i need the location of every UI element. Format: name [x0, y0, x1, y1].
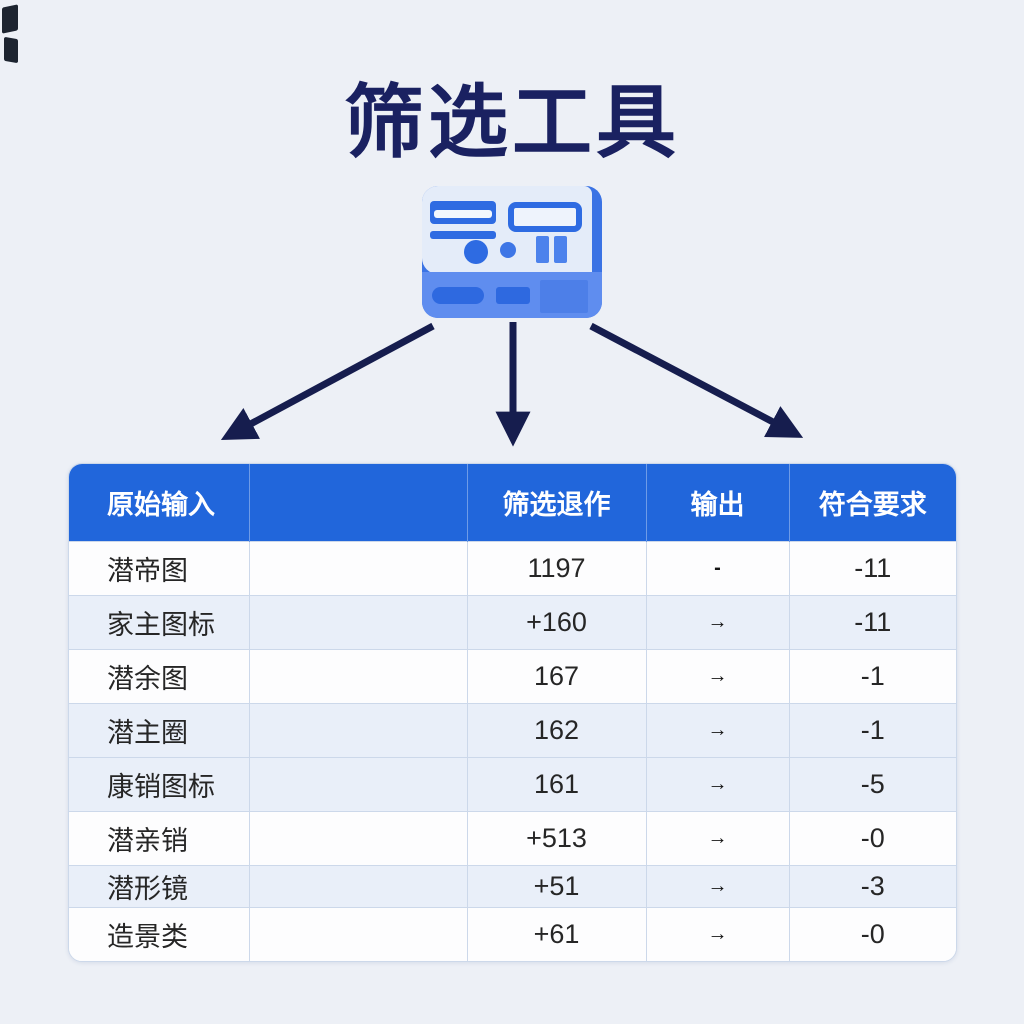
cell-blank [248, 907, 467, 961]
arrow-left [220, 322, 435, 440]
cell-input: 潜亲销 [69, 811, 249, 866]
cell-output: → [645, 703, 789, 758]
table-row: 潜主圈 162 → -1 [69, 703, 956, 758]
display-slot-icon [508, 202, 582, 232]
cell-output: → [645, 595, 789, 650]
card-stripe-inner [434, 210, 492, 218]
key-icon [554, 236, 567, 263]
filter-results-table: 原始输入 筛选退作 输出 符合要求 潜帝图 1197 - -11 家主图标 +1… [68, 463, 957, 962]
cell-operation: 167 [466, 649, 646, 704]
cell-blank [248, 595, 467, 650]
card-line-icon [430, 231, 496, 239]
cell-operation: 1197 [466, 541, 646, 596]
cell-output: → [645, 865, 789, 908]
table-row: 潜形镜 +51 → -3 [69, 865, 956, 908]
col-header-meets-requirement: 符合要求 [788, 464, 956, 542]
arrow-right [589, 322, 804, 438]
card-stripe-icon [430, 201, 496, 224]
cell-output: → [645, 757, 789, 812]
cell-operation: +51 [466, 865, 646, 908]
cell-operation: +513 [466, 811, 646, 866]
cell-blank [248, 649, 467, 704]
page-title: 筛选工具 [344, 78, 680, 167]
table-row: 造景类 +61 → -0 [69, 907, 956, 961]
cell-result: -0 [788, 811, 956, 866]
cell-input: 潜帝图 [69, 541, 249, 596]
col-header-original-input: 原始输入 [69, 464, 249, 542]
cell-input: 造景类 [69, 907, 249, 961]
cell-result: -11 [788, 595, 956, 650]
cell-result: -0 [788, 907, 956, 961]
cell-blank [248, 541, 467, 596]
corner-artifact [2, 4, 18, 34]
cell-result: -1 [788, 649, 956, 704]
table-row: 潜余图 167 → -1 [69, 649, 956, 704]
device-band [422, 272, 602, 318]
cell-operation: +160 [466, 595, 646, 650]
col-header-filter-operation: 筛选退作 [466, 464, 646, 542]
cell-input: 潜余图 [69, 649, 249, 704]
cell-result: -1 [788, 703, 956, 758]
band-chip-icon [496, 287, 530, 304]
band-pill-icon [432, 287, 484, 304]
band-block-icon [540, 280, 588, 313]
cell-result: -11 [788, 541, 956, 596]
header-row: 原始输入 筛选退作 输出 符合要求 [69, 464, 956, 542]
cell-output: → [645, 907, 789, 961]
table-row: 康销图标 161 → -5 [69, 757, 956, 812]
cell-output: → [645, 649, 789, 704]
table-row: 家主图标 +160 → -11 [69, 595, 956, 650]
cell-output: - [645, 541, 789, 596]
cell-input: 潜形镜 [69, 865, 249, 908]
cell-blank [248, 703, 467, 758]
cell-blank [248, 811, 467, 866]
cell-operation: 162 [466, 703, 646, 758]
cell-blank [248, 865, 467, 908]
device-panel [422, 186, 592, 274]
cell-result: -5 [788, 757, 956, 812]
flow-arrows [220, 322, 804, 447]
cell-input: 潜主圈 [69, 703, 249, 758]
cell-operation: 161 [466, 757, 646, 812]
cell-input: 康销图标 [69, 757, 249, 812]
key-icon [536, 236, 549, 263]
cell-input: 家主图标 [69, 595, 249, 650]
knob-icon [464, 240, 488, 264]
table-row: 潜亲销 +513 → -0 [69, 811, 956, 866]
filter-device-icon [422, 186, 602, 318]
col-header-output: 输出 [645, 464, 789, 542]
cell-result: -3 [788, 865, 956, 908]
cell-operation: +61 [466, 907, 646, 961]
small-knob-icon [500, 242, 516, 258]
table-row: 潜帝图 1197 - -11 [69, 541, 956, 596]
cell-output: → [645, 811, 789, 866]
col-header-blank [248, 464, 467, 542]
cell-blank [248, 757, 467, 812]
